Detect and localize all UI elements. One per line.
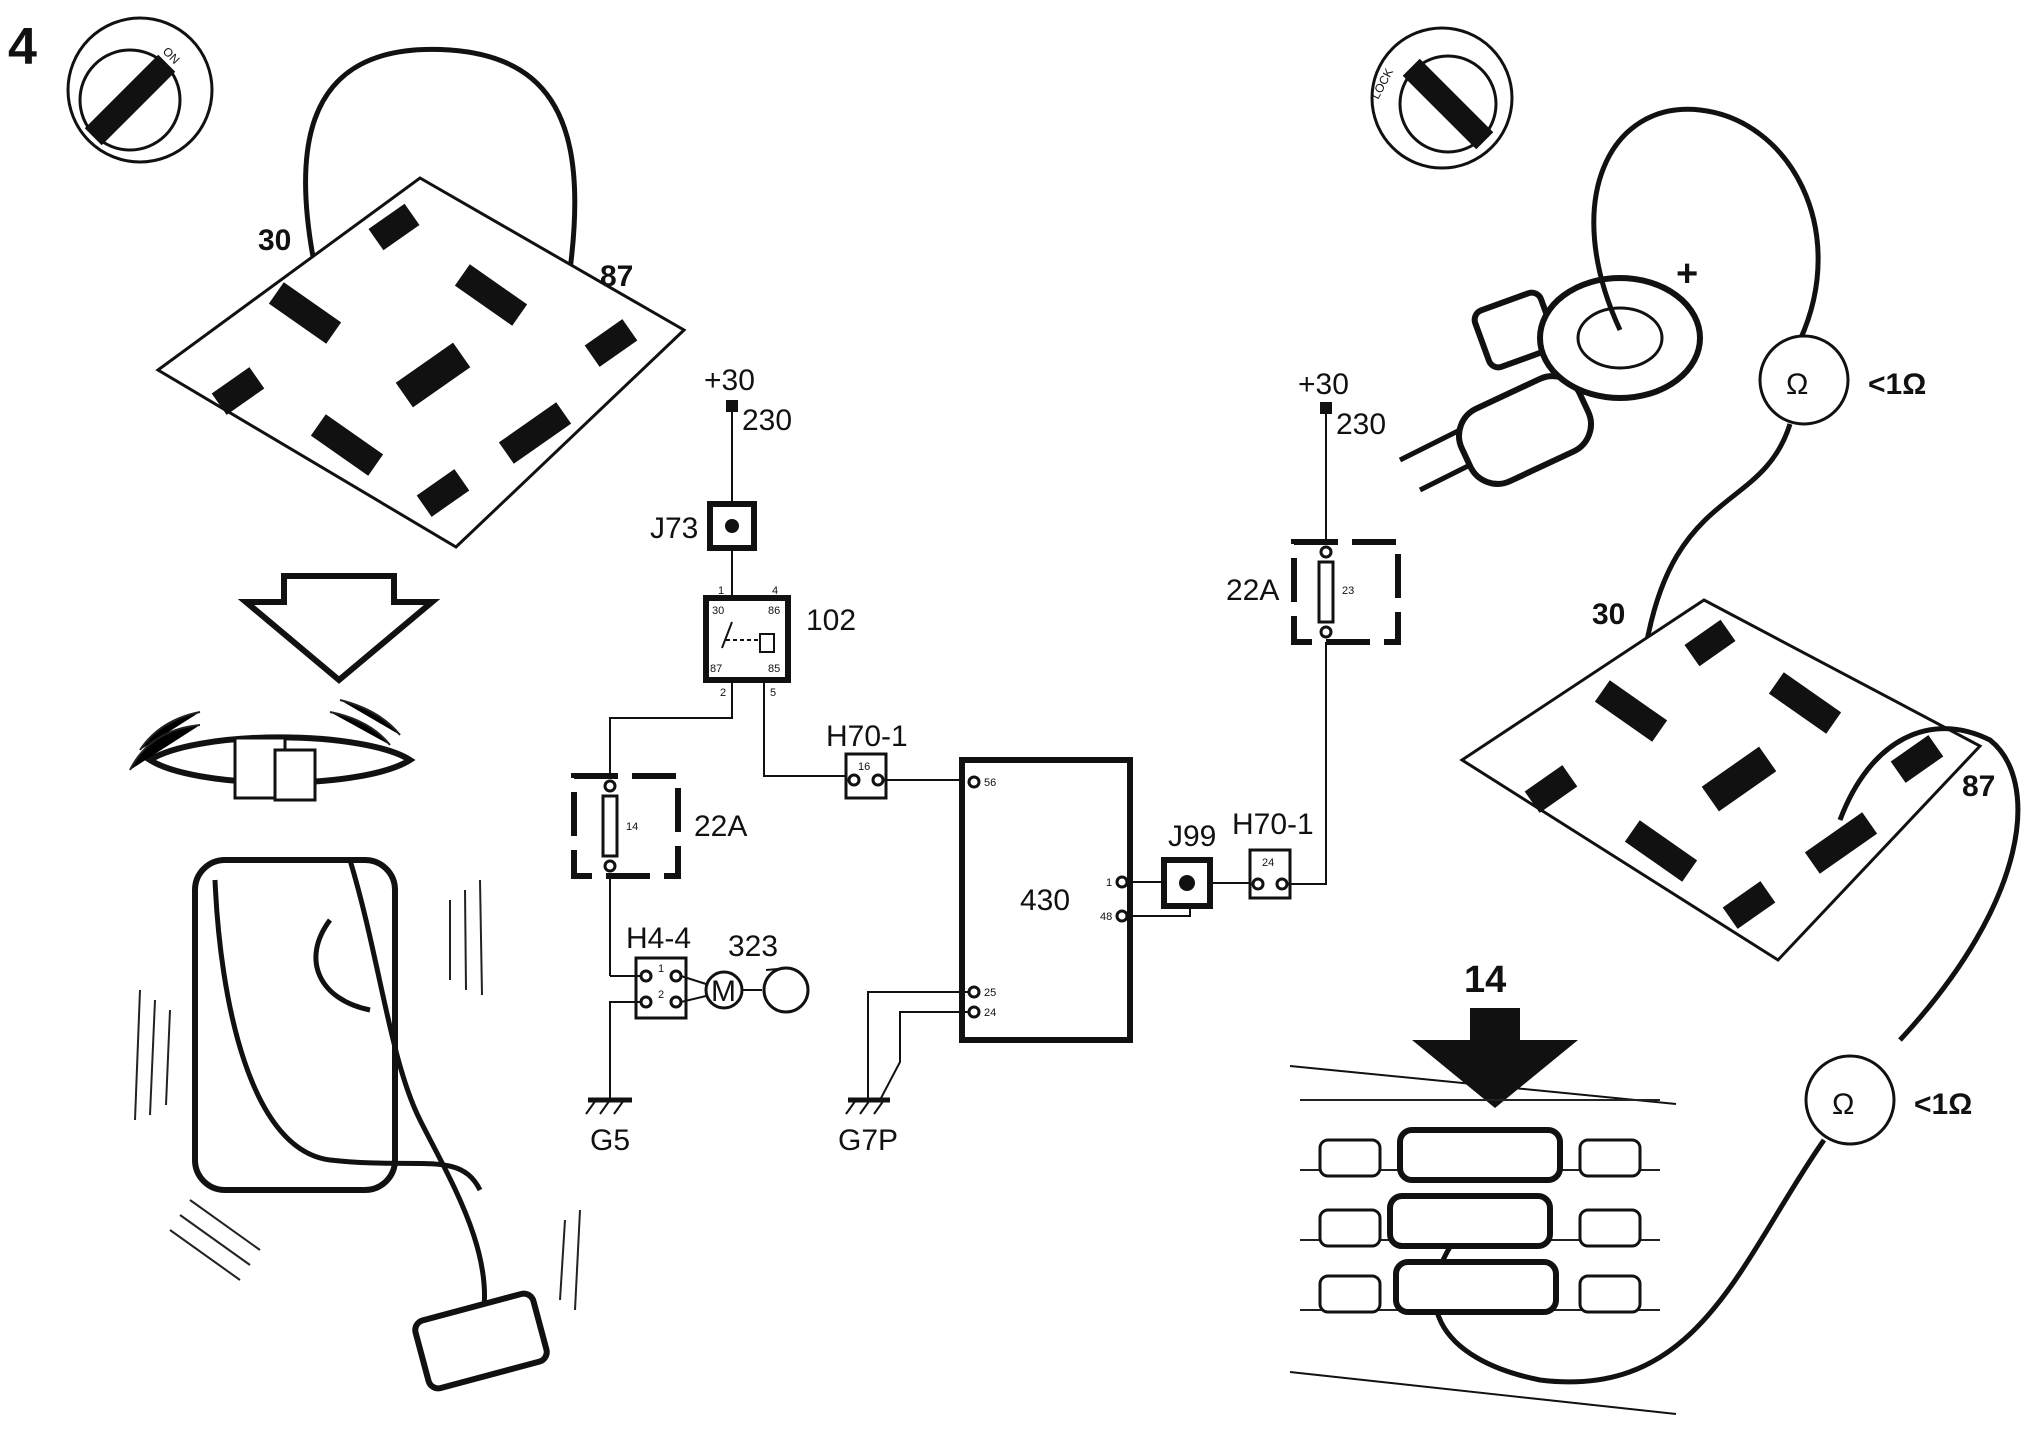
ignition-switch-lock: LOCK bbox=[1368, 26, 1514, 170]
ecu-pin-48: 48 bbox=[1100, 911, 1112, 923]
supply-right-label: +30 bbox=[1298, 368, 1349, 401]
fuse-box-illustration bbox=[1289, 1065, 1677, 1415]
battery-plus-symbol: + bbox=[1676, 253, 1698, 295]
h70-right-pin: 24 bbox=[1262, 857, 1274, 869]
wiring-schematic: +30 230 J73 1 4 30 86 87 85 2 5 102 14 2… bbox=[571, 364, 1401, 1157]
h4-label: H4-4 bbox=[626, 922, 691, 955]
supply-left-number: 230 bbox=[742, 404, 792, 437]
relay-conn-pin-2: 2 bbox=[720, 687, 726, 699]
fuel-pump-323 bbox=[762, 966, 810, 1014]
ohm-reading-top: <1Ω bbox=[1868, 368, 1926, 401]
socket-left-label-87: 87 bbox=[600, 260, 633, 293]
h70-right-label: H70-1 bbox=[1232, 808, 1314, 841]
relay-pin-85: 85 bbox=[768, 663, 780, 675]
ecu-430 bbox=[959, 757, 1133, 1043]
socket-left-label-30: 30 bbox=[258, 224, 291, 257]
ground-g7p-label: G7P bbox=[838, 1124, 898, 1157]
meter-lead-middle bbox=[1637, 423, 1793, 691]
pump-motor-label: M bbox=[711, 975, 736, 1008]
j99-label: J99 bbox=[1168, 820, 1216, 853]
relay-socket-left: 30 87 bbox=[155, 176, 687, 549]
socket-right-label-87: 87 bbox=[1962, 770, 1995, 803]
fuse-22a-right bbox=[1291, 539, 1401, 645]
relay-pin-30: 30 bbox=[712, 605, 724, 617]
ohm-symbol-top: Ω bbox=[1786, 368, 1808, 401]
fuse-left-number: 14 bbox=[626, 821, 638, 833]
pump-id-label: 323 bbox=[728, 930, 778, 963]
relay-socket-right: 30 87 bbox=[1459, 598, 1995, 962]
fuse-box-arrow-icon bbox=[1412, 1008, 1578, 1108]
ecu-pin-25: 25 bbox=[984, 987, 996, 999]
ecu-id-label: 430 bbox=[1020, 884, 1070, 917]
ignition-switch-on: ON bbox=[66, 16, 214, 164]
j73-label: J73 bbox=[650, 512, 698, 545]
ecu-pin-1: 1 bbox=[1106, 877, 1112, 889]
supply-left-label: +30 bbox=[704, 364, 755, 397]
fuse-box-label: 14 bbox=[1464, 959, 1506, 1001]
h4-pin-2: 2 bbox=[658, 989, 664, 1001]
supply-right-number: 230 bbox=[1336, 408, 1386, 441]
down-arrow-icon bbox=[237, 573, 441, 684]
ohmmeter-bottom: Ω <1Ω bbox=[1804, 1054, 1972, 1146]
relay-conn-pin-5: 5 bbox=[770, 687, 776, 699]
fuse-right-label: 22A bbox=[1226, 574, 1279, 607]
meter-lead-top bbox=[1591, 106, 1821, 342]
h70-left-pin: 16 bbox=[858, 761, 870, 773]
relay-pin-87: 87 bbox=[710, 663, 722, 675]
relay-conn-pin-1: 1 bbox=[718, 585, 724, 597]
fuse-right-number: 23 bbox=[1342, 585, 1354, 597]
relay-conn-pin-4: 4 bbox=[772, 585, 778, 597]
ohm-symbol-bottom: Ω bbox=[1832, 1088, 1854, 1121]
fuel-pump-module-illustration bbox=[129, 699, 581, 1392]
ohmmeter-top: Ω <1Ω bbox=[1758, 334, 1926, 426]
ecu-pin-56: 56 bbox=[984, 777, 996, 789]
h70-left-label: H70-1 bbox=[826, 720, 908, 753]
meter-lead-right bbox=[1837, 726, 2021, 1042]
battery-terminal-illustration: + bbox=[1398, 253, 1703, 493]
step-number: 4 bbox=[8, 18, 37, 76]
fuse-22a-left bbox=[571, 773, 681, 879]
h4-pin-1: 1 bbox=[658, 963, 664, 975]
relay-id-label: 102 bbox=[806, 604, 856, 637]
ohm-reading-bottom: <1Ω bbox=[1914, 1088, 1972, 1121]
fuse-left-label: 22A bbox=[694, 810, 747, 843]
jumper-wire-left bbox=[302, 46, 578, 421]
ecu-pin-24: 24 bbox=[984, 1007, 996, 1019]
j73-junction bbox=[707, 501, 757, 551]
socket-right-label-30: 30 bbox=[1592, 598, 1625, 631]
relay-pin-86: 86 bbox=[768, 605, 780, 617]
ground-g5-label: G5 bbox=[590, 1124, 630, 1157]
